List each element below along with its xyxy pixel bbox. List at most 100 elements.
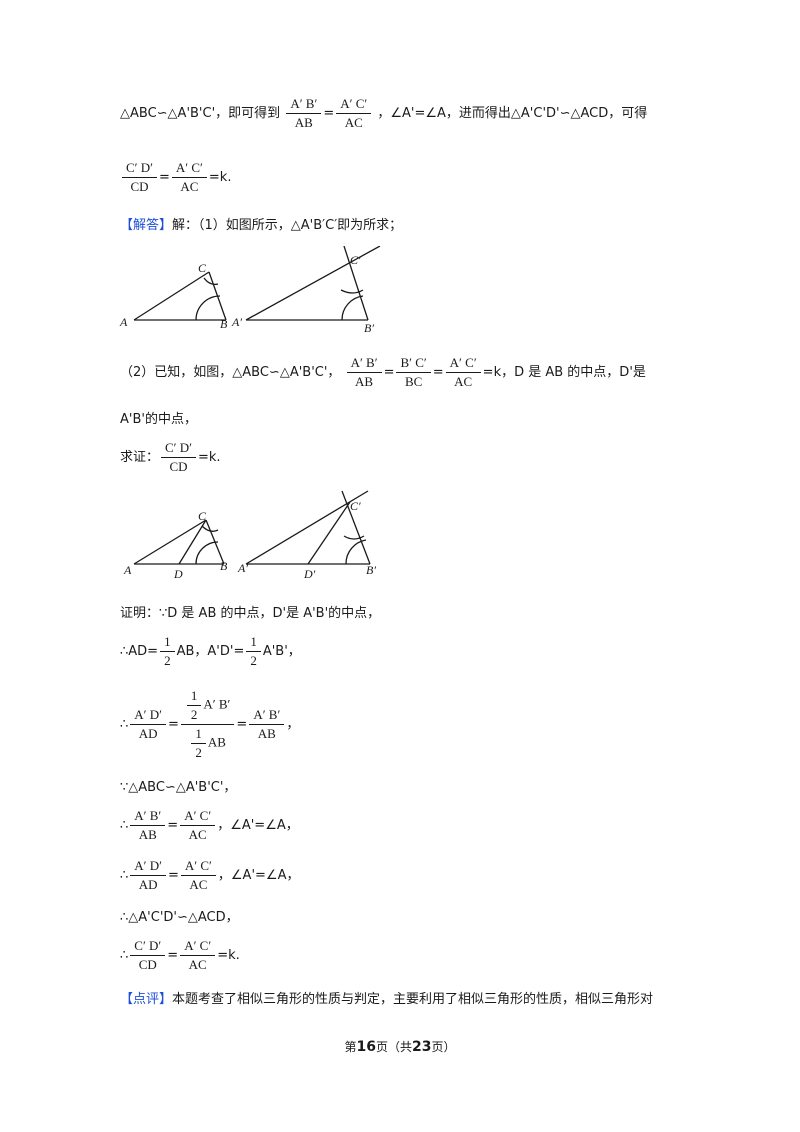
fraction: A′ C′AC [180,858,216,893]
fraction-numerator: A′ C′ [445,355,481,373]
proof-l2-c: A'B'， [262,644,301,659]
label-a-prime: A′ [231,315,242,329]
fraction-denominator: AB [355,374,374,389]
part2-line: （2）已知，如图，△ABC∽△A'B'C'， A′ B′AB=B′ C′BC=A… [120,355,646,390]
label-b-prime: B′ [364,321,374,335]
fraction: A′ B′AB [130,808,166,843]
fraction: A′ C′AC [336,96,372,131]
fraction-numerator: A′ C′ [180,938,216,956]
fraction-numerator: 1 [160,634,175,652]
footer-total-pages: 23 [412,1039,432,1055]
proof-l3-post: ， [286,717,300,732]
fraction-numerator: B′ C′ [396,355,431,373]
therefore-symbol: ∴ [120,868,129,883]
fraction-numerator: A′ D′ [130,707,166,725]
comment-tag: 【点评】 [120,992,173,1007]
label-d-prime: D′ [303,567,316,581]
fraction-denominator: CD [138,957,157,972]
label-b: B [220,317,228,331]
construction-arc [345,539,367,565]
compound-numerator-tail: A′ B′ [203,696,231,712]
proof-line-6: ∴A′ D′AD=A′ C′AC，∠A'=∠A， [120,858,299,893]
segment-cd [178,519,207,565]
fraction-numerator: A′ C′ [336,96,372,114]
part2-post: =k，D 是 AB 的中点，D'是 [482,365,646,380]
construction-arc [343,535,365,540]
fraction-numerator: 1 [246,634,261,652]
fraction-denominator: AD [138,726,158,741]
line1-pre: △ABC∽△A'B'C'，即可得到 [120,106,281,121]
prove-post: =k. [198,450,221,465]
footer-prefix: 第 [344,1040,357,1054]
fraction-denominator: 2 [164,653,171,668]
therefore-symbol: ∴ [120,717,129,732]
figure-2: A D B C A′ D′ B′ C′ [123,490,376,581]
fraction-numerator: 1 [191,726,206,744]
segment-ac [133,519,207,565]
fraction: A′ C′AC [445,355,481,390]
label-c-prime: C′ [350,499,361,513]
proof-line-4: ∵△ABC∽△A'B'C'， [120,780,237,795]
fraction-denominator: 2 [250,653,257,668]
fraction-denominator: BC [404,374,423,389]
prove-line: 求证：C′ D′CD=k. [120,440,221,475]
ray-b2c2 [341,490,371,565]
footer-middle: 页（共 [375,1040,412,1054]
proof-line-7: ∴△A'C'D'∽△ACD， [120,910,239,925]
fraction-denominator: AC [188,957,207,972]
answer-line: 【解答】解：（1）如图所示，△A'B′C′即为所求； [120,214,402,233]
figure-1: A B C A′ B′ C′ [119,246,381,335]
fraction-denominator: AC [344,115,363,130]
therefore-symbol: ∴ [120,818,129,833]
fraction: A′ B′AB [249,707,285,742]
fraction: A′ D′AD [130,707,166,742]
construction-arc [340,289,364,294]
prove-pre: 求证： [120,450,160,465]
proof-l6-post: ，∠A'=∠A， [217,868,300,883]
fraction-denominator: AB [257,726,276,741]
fraction: A′ B′AB [346,355,382,390]
fraction-denominator: AC [454,374,473,389]
equals-sign: = [432,365,444,380]
fraction-denominator: CD [169,459,188,474]
fraction: A′ C′AC [171,160,207,195]
equals-sign: = [167,948,179,963]
fraction-numerator: A′ C′ [171,160,207,178]
answer-text: 解：（1）如图所示，△A'B′C′即为所求； [172,218,403,233]
fraction: A′ D′AD [130,858,166,893]
equals-sign: = [236,717,248,732]
fraction-numerator: A′ D′ [130,858,166,876]
ray-b2c2 [343,246,369,321]
part2-pre: （2）已知，如图，△ABC∽△A'B'C'， [120,365,341,380]
proof-line-8: ∴C′ D′CD=A′ C′AC=k. [120,938,240,973]
proof-line-1: 证明：∵D 是 AB 的中点，D'是 A'B'的中点， [120,606,381,621]
label-a-prime: A′ [237,561,248,575]
fraction-numerator: C′ D′ [130,938,166,956]
fraction: A′ C′AC [180,808,216,843]
fraction-denominator: CD [130,179,149,194]
fraction: B′ C′BC [396,355,431,390]
fraction-numerator: A′ B′ [249,707,285,725]
fraction-denominator: AC [180,179,199,194]
footer-page-number: 16 [356,1039,376,1055]
label-b-prime: B′ [366,563,376,577]
segment-ac [133,271,210,321]
equals-sign: = [168,717,179,732]
segment-c2d2 [307,501,351,565]
label-c: C [198,509,207,523]
equals-sign: = [159,170,170,185]
fraction-denominator: AC [189,877,208,892]
label-c: C [198,261,207,275]
equals-sign: = [167,818,179,833]
fraction: C′ D′CD [122,160,157,195]
fraction: A′ C′AC [180,938,216,973]
label-c-prime: C′ [350,253,361,267]
equals-sign: = [383,365,395,380]
